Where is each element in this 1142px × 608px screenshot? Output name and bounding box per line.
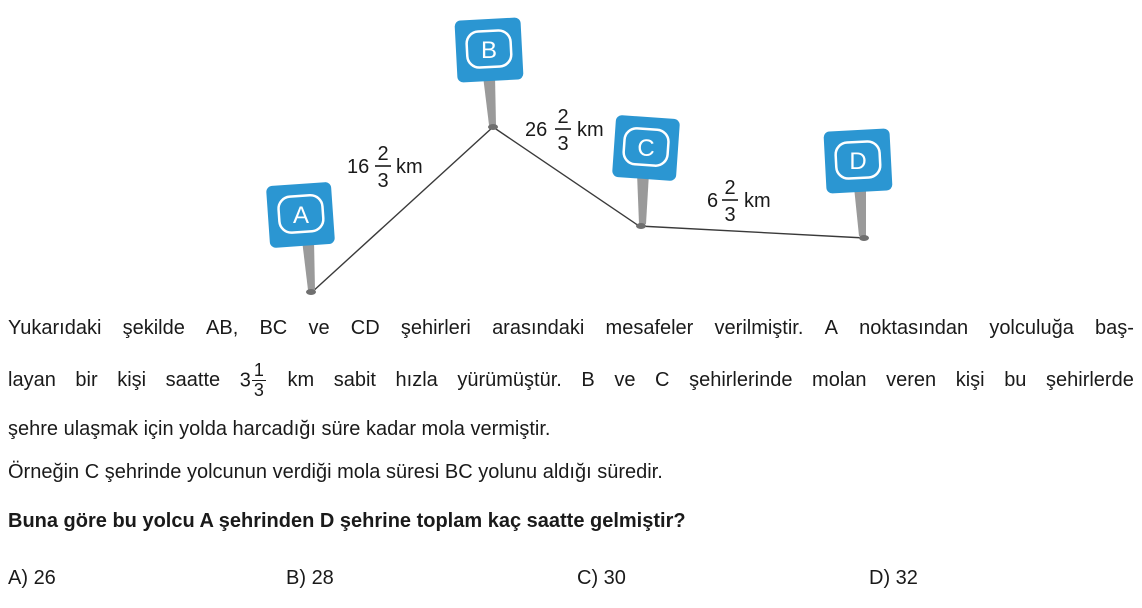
sign-b-base <box>488 124 498 130</box>
line1-word: yolculuğa <box>989 317 1074 339</box>
route-cd <box>638 225 866 239</box>
line2-word: kişi <box>955 369 985 391</box>
distance-bc-numerator: 2 <box>557 106 568 128</box>
question-text: Buna göre bu yolcu A şehrinden D şehrine… <box>8 510 686 532</box>
line2-word: saatte <box>165 369 221 391</box>
line1-word: mesafeler <box>605 317 694 339</box>
distance-ab-numerator: 2 <box>377 143 388 165</box>
distance-ab-unit: km <box>396 156 423 178</box>
line2-word: ve <box>614 369 636 391</box>
line2-word: yürümüştür. <box>457 369 562 391</box>
sign-d-base <box>859 235 869 241</box>
sign-b-pole <box>483 76 496 125</box>
line2-word: bir <box>75 369 98 391</box>
option-c-label: C) <box>577 567 599 589</box>
line2-word: kişi <box>117 369 147 391</box>
distance-ab: 16 2 3 km <box>347 143 423 192</box>
line2-word: sabit <box>333 369 376 391</box>
option-a-label: A) <box>8 567 28 589</box>
sign-d: D <box>823 128 893 241</box>
option-b[interactable]: B) 28 <box>286 566 334 590</box>
sign-b: B <box>454 17 524 130</box>
distance-bc-unit: km <box>577 119 604 141</box>
line1-word: BC <box>259 317 288 339</box>
line2-word: B <box>581 369 595 391</box>
distance-bc-whole: 26 <box>525 119 547 141</box>
sign-a-frame <box>277 193 325 234</box>
sign-c-frame <box>622 127 670 167</box>
line2-word: layan <box>8 369 56 391</box>
sign-b-frame <box>465 29 513 69</box>
line1-word: baş- <box>1095 317 1134 339</box>
route-diagram: A B C D 16 2 3 km 26 2 3 km <box>266 17 893 295</box>
line1-word: şehirleri <box>400 317 471 339</box>
option-d-value: 32 <box>895 567 918 589</box>
route-lines <box>310 126 866 294</box>
option-c-value: 30 <box>603 567 626 589</box>
option-d-label: D) <box>869 567 891 589</box>
problem-line-3: şehre ulaşmak için yolda harcadığı süre … <box>8 418 551 440</box>
line2-word: hızla <box>395 369 438 391</box>
distance-bc: 26 2 3 km <box>525 106 604 155</box>
sign-d-pole <box>854 187 866 236</box>
option-a-value: 26 <box>33 567 56 589</box>
speed-whole: 3 <box>239 369 251 391</box>
distance-cd: 6 2 3 km <box>707 177 771 226</box>
sign-a-letter: A <box>293 202 309 229</box>
sign-b-letter: B <box>481 37 497 64</box>
distance-ab-denominator: 3 <box>377 170 388 192</box>
sign-c-letter: C <box>637 135 654 162</box>
line2-word: molan <box>812 369 867 391</box>
sign-c: C <box>612 115 680 229</box>
speed-numerator: 1 <box>251 359 266 381</box>
line1-word: AB, <box>206 317 239 339</box>
option-d[interactable]: D) 32 <box>869 566 918 590</box>
sign-c-pole <box>637 173 649 224</box>
distance-cd-whole: 6 <box>707 190 718 212</box>
sign-a-pole <box>302 240 315 290</box>
distance-cd-unit: km <box>744 190 771 212</box>
option-b-label: B) <box>286 567 306 589</box>
line1-word: ve <box>308 317 330 339</box>
distance-cd-denominator: 3 <box>724 204 735 226</box>
line2-word: veren <box>886 369 937 391</box>
problem-line-4: Örneğin C şehrinde yolcunun verdiği mola… <box>8 461 663 483</box>
sign-d-letter: D <box>849 148 866 175</box>
line2-word: C <box>655 369 670 391</box>
option-b-value: 28 <box>311 567 334 589</box>
line2-word: şehirlerde <box>1046 369 1134 391</box>
line2-word: şehirlerinde <box>689 369 793 391</box>
sign-a: A <box>266 182 335 295</box>
line2-word: km <box>287 369 315 391</box>
line1-word: noktasından <box>859 317 969 339</box>
line1-word: Yukarıdaki <box>8 317 102 339</box>
line1-word: arasındaki <box>492 317 585 339</box>
problem-line-1: Yukarıdaki şekilde AB, BC ve CD şehirler… <box>8 316 1134 340</box>
distance-ab-whole: 16 <box>347 156 369 178</box>
line1-word: verilmiştir. <box>714 317 804 339</box>
speed-denominator: 3 <box>253 379 264 400</box>
line1-word: şekilde <box>122 317 185 339</box>
option-a[interactable]: A) 26 <box>8 566 56 590</box>
sign-c-base <box>636 223 646 229</box>
distance-bc-denominator: 3 <box>557 133 568 155</box>
route-bc <box>492 126 640 227</box>
option-c[interactable]: C) 30 <box>577 566 626 590</box>
line1-word: A <box>824 317 838 339</box>
sign-a-base <box>306 289 316 295</box>
line1-word: CD <box>350 317 380 339</box>
route-ab <box>310 126 494 294</box>
line2-word: bu <box>1004 369 1027 391</box>
sign-d-frame <box>834 140 882 180</box>
distance-cd-numerator: 2 <box>724 177 735 199</box>
